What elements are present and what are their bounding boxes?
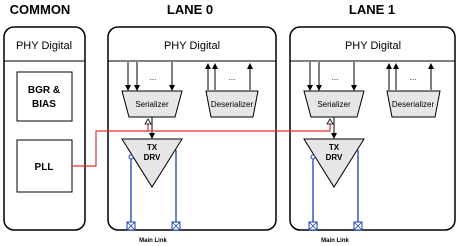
common-container (3, 26, 86, 231)
lane0-deserializer (205, 90, 259, 118)
lane1-des-ellipsis: ... (410, 73, 417, 82)
lane1-tx-label-line1: TX (329, 143, 340, 152)
lane1-deserializer (386, 90, 441, 118)
lane0-serializer (121, 90, 183, 118)
header-lane0: LANE 0 (167, 2, 213, 17)
lane1-pad (308, 221, 318, 231)
lane1-serializer-label: Serializer (317, 100, 351, 109)
lane0-pad (126, 221, 136, 231)
pll-label: PLL (35, 162, 54, 173)
bgr-label-line1: BGR & (28, 85, 60, 96)
lane0-tx-output-node (128, 154, 134, 160)
lane1-deserializer-label: Deserializer (392, 100, 435, 109)
bgr-label-line2: BIAS (32, 99, 56, 110)
lane1-serializer (303, 90, 365, 118)
lane1-tx-output-node (310, 154, 316, 160)
lane0-des-ellipsis: ... (229, 73, 236, 82)
lane0-pad (171, 221, 181, 231)
bgr-bias-block (16, 71, 73, 122)
lane0-main-link-label: Main Link (139, 238, 167, 244)
lane1-pad (353, 221, 363, 231)
header-lane1: LANE 1 (349, 2, 395, 17)
lane1-container (289, 26, 456, 231)
lane0-deserializer-label: Deserializer (211, 100, 254, 109)
lane0-phy-digital-label: PHY Digital (164, 40, 220, 52)
lane1-tx-label-line2: DRV (326, 153, 343, 162)
common-phy-digital-label: PHY Digital (16, 40, 72, 52)
lane1-ser-ellipsis: ... (332, 73, 339, 82)
lane1-tx-driver (303, 138, 365, 188)
lane0-serializer-label: Serializer (135, 100, 169, 109)
lane0-container (107, 26, 277, 231)
lane0-tx-label-line2: DRV (144, 153, 161, 162)
lane1-clock-input-marker (326, 118, 334, 125)
lane1-phy-digital-label: PHY Digital (345, 40, 401, 52)
lane0-tx-driver (121, 138, 183, 188)
header-common: COMMON (10, 2, 71, 17)
lane0-ser-ellipsis: ... (150, 73, 157, 82)
pll-clock-line (72, 124, 331, 167)
lane1-main-link-label: Main Link (321, 238, 349, 244)
lane0-tx-label-line1: TX (147, 143, 158, 152)
lane0-clock-input-marker (144, 118, 152, 125)
